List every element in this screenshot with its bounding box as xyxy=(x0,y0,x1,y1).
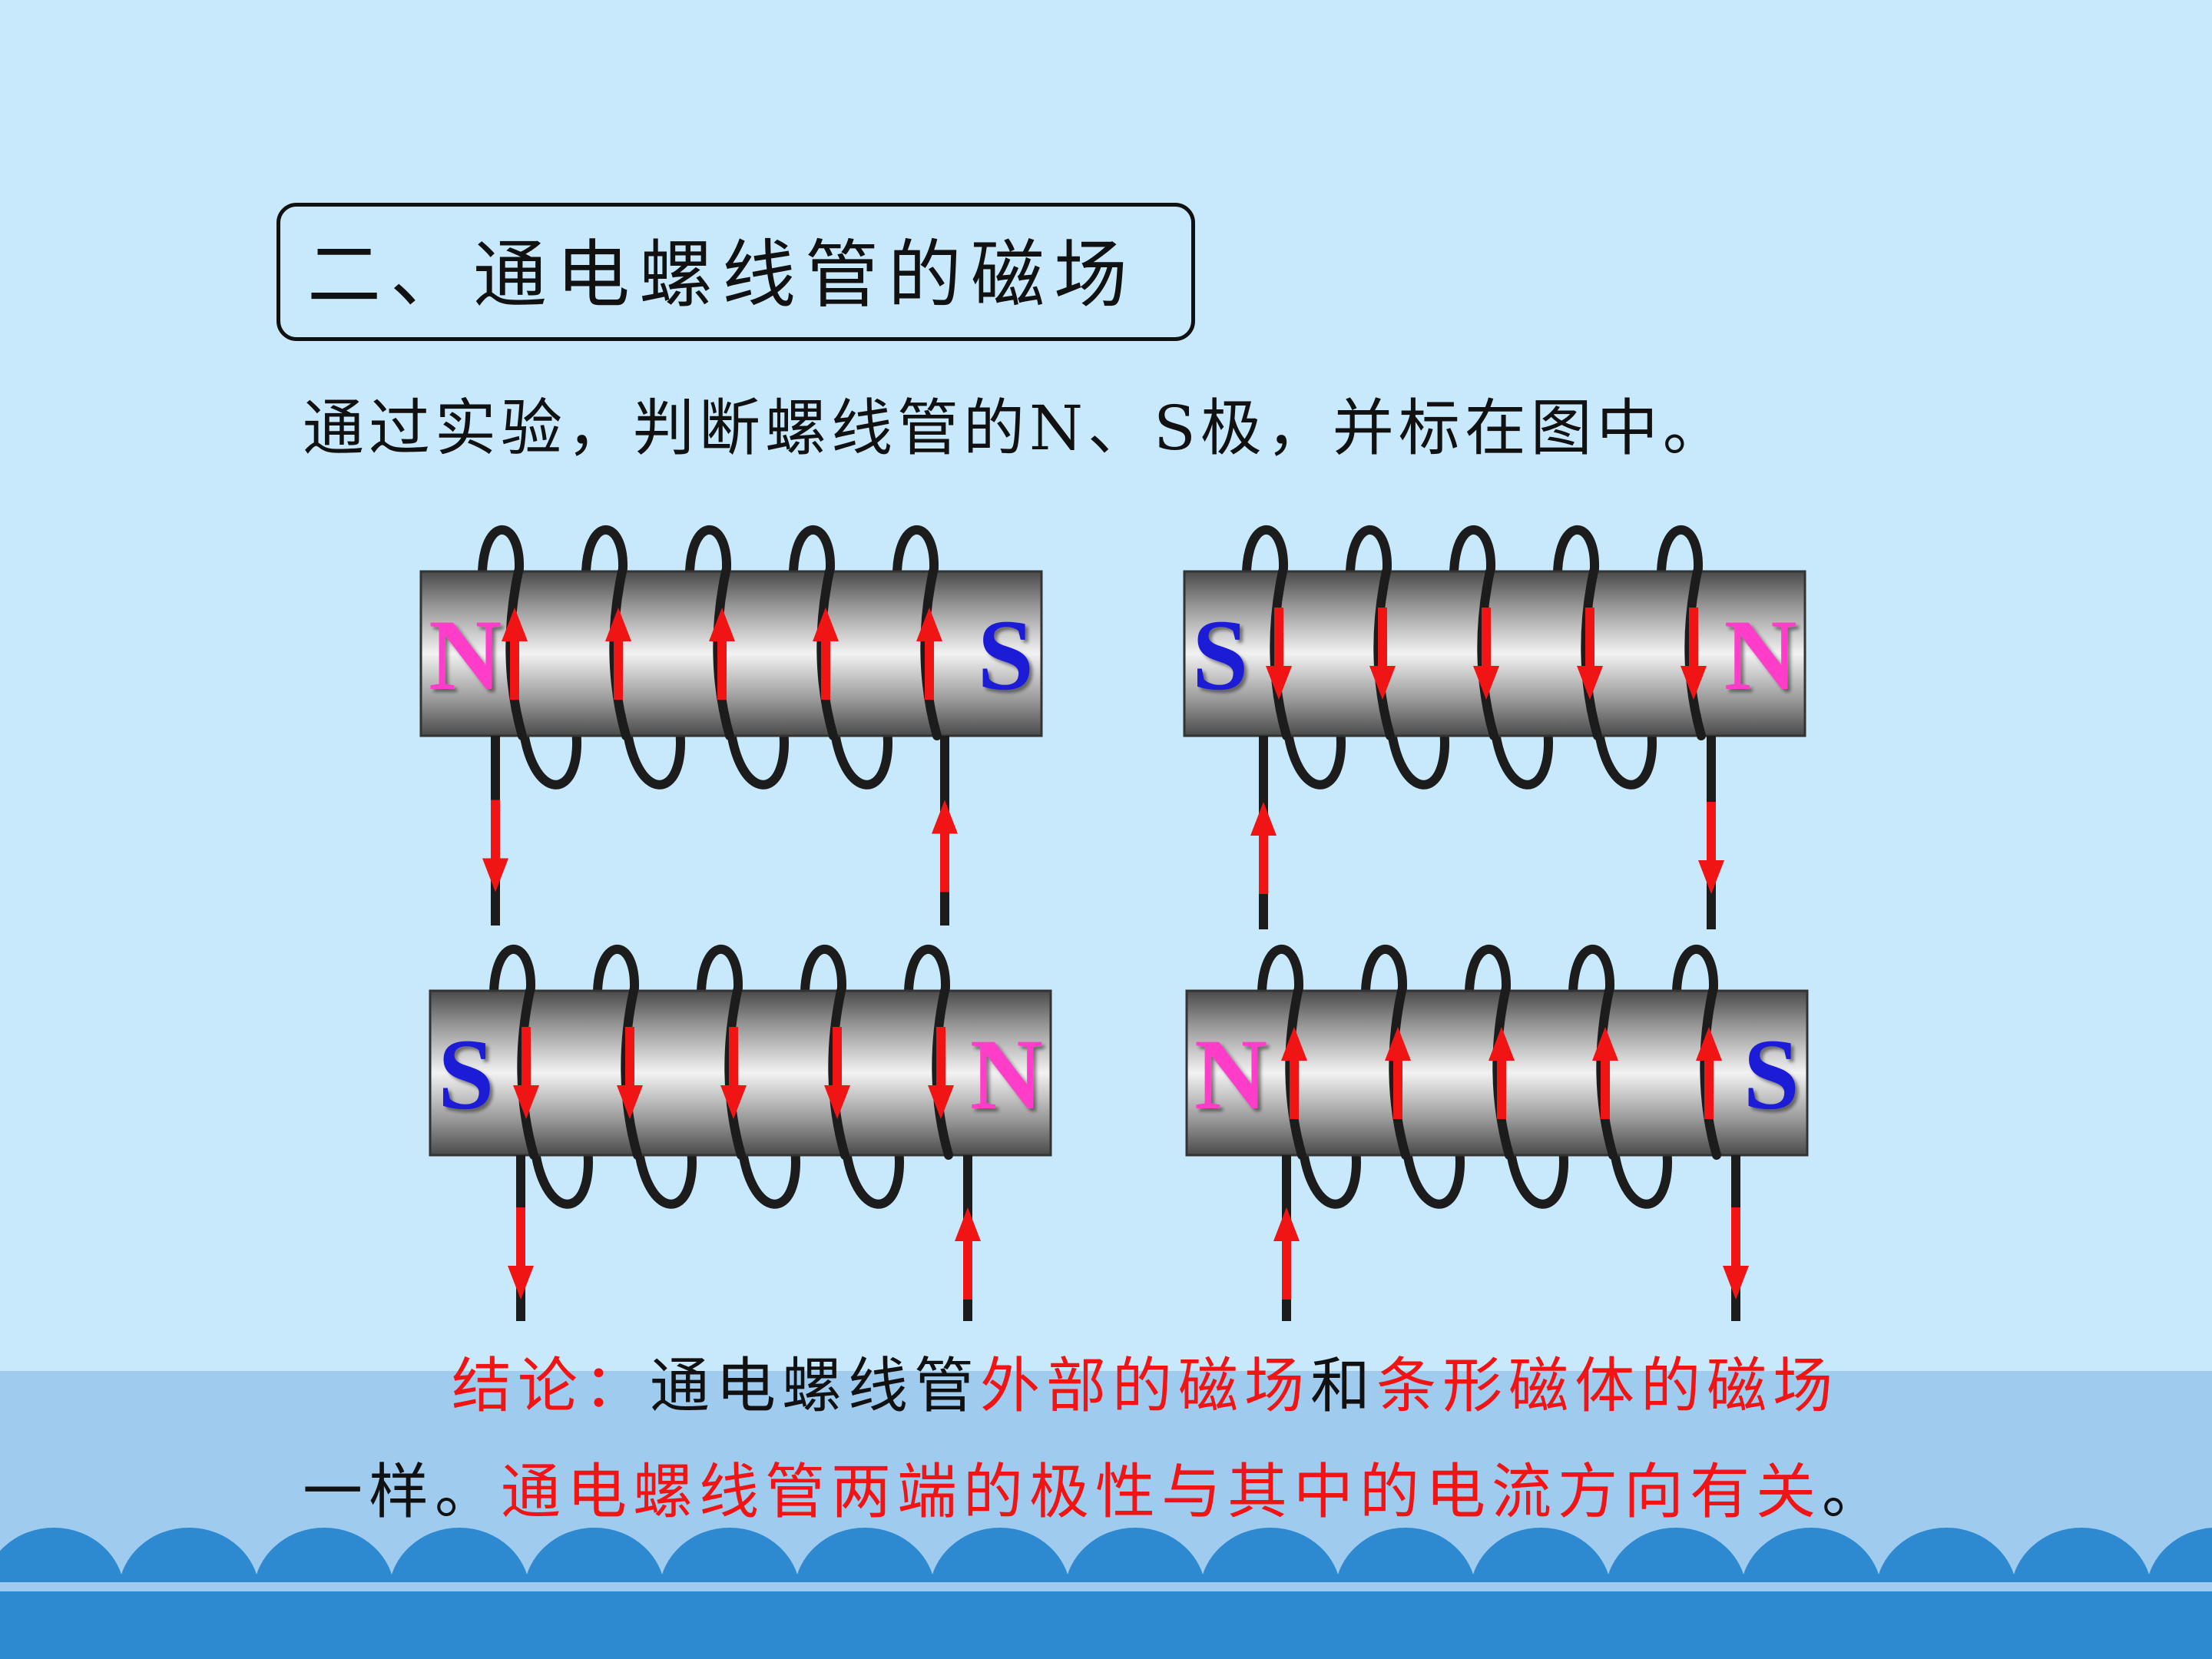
current-arrow-head xyxy=(1577,666,1603,700)
coil-back-bottom xyxy=(1386,716,1449,790)
wave-arc xyxy=(1133,1604,1273,1659)
conclusion-text-bar-magnet-field: 条形磁体的磁场 xyxy=(1376,1352,1839,1421)
current-arrow-head xyxy=(928,1085,954,1119)
pole-label-right: S xyxy=(1743,1018,1800,1131)
coil-back-bottom xyxy=(1505,1135,1568,1209)
current-arrow-head xyxy=(955,1207,981,1241)
coil-back-bottom xyxy=(518,716,581,790)
current-arrow-head xyxy=(720,1085,747,1119)
coil-back-bottom xyxy=(737,1135,800,1209)
conclusion-text-same: 一样。 xyxy=(303,1458,502,1527)
pole-label-left: S xyxy=(1192,598,1248,711)
coil-back-bottom xyxy=(621,716,685,790)
wave-arc xyxy=(51,1604,191,1659)
current-arrow-head xyxy=(1698,860,1724,894)
current-arrow-head xyxy=(1385,1027,1411,1061)
coil-back-bottom xyxy=(1401,1135,1465,1209)
slide-title: 二、通电螺线管的磁场 xyxy=(307,232,1137,318)
wave-arc xyxy=(998,1604,1137,1659)
conclusion-text-external-field: 外部的磁场 xyxy=(980,1352,1311,1421)
current-arrow-head xyxy=(617,1085,643,1119)
pole-label-right: S xyxy=(978,598,1034,711)
instruction-text: 通过实验，判断螺线管的N、S极，并标在图中。 xyxy=(303,392,1729,464)
current-arrow-head xyxy=(813,608,839,641)
wave-arc xyxy=(322,1604,462,1659)
wave-arc xyxy=(592,1604,732,1659)
current-arrow-head xyxy=(1281,1027,1307,1061)
wave-arc xyxy=(1809,1604,1949,1659)
current-arrow-head xyxy=(1488,1027,1515,1061)
conclusion-line-2: 一样。通电螺线管两端的极性与其中的电流方向有关。 xyxy=(303,1450,1888,1535)
wave-arc xyxy=(1268,1604,1408,1659)
current-arrow-head xyxy=(1592,1027,1618,1061)
current-arrow-head xyxy=(1696,1027,1722,1061)
current-arrow-head xyxy=(916,608,942,641)
coil-back-bottom xyxy=(529,1135,593,1209)
coil-back-bottom xyxy=(1297,1135,1361,1209)
wave-arc xyxy=(0,1605,56,1659)
pole-label-right: N xyxy=(1724,598,1797,711)
wave-arc xyxy=(863,1604,1002,1659)
current-arrow-head xyxy=(513,1085,539,1119)
conclusion-text-polarity: 通电螺线管两端的极性与其中的电流方向有关 xyxy=(501,1458,1823,1527)
current-arrow-head xyxy=(1273,1207,1300,1241)
current-arrow-head xyxy=(1369,666,1396,700)
current-arrow-head xyxy=(1473,666,1499,700)
coil-back-bottom xyxy=(1608,1135,1672,1209)
coil-back-bottom xyxy=(840,1135,904,1209)
conclusion-label: 结论： xyxy=(452,1352,651,1421)
current-arrow-head xyxy=(482,858,508,892)
current-arrow-head xyxy=(605,608,631,641)
current-arrow-head xyxy=(1681,666,1707,700)
wave-arc xyxy=(1944,1604,2084,1659)
title-box xyxy=(276,203,1195,341)
wave-decoration xyxy=(0,1371,2212,1659)
coil-back-bottom xyxy=(725,716,789,790)
current-arrow-head xyxy=(932,800,958,834)
coil-back-bottom xyxy=(1282,716,1346,790)
wave-divider xyxy=(0,1582,2212,1591)
conclusion-text-solenoid: 通电螺线管 xyxy=(650,1352,981,1421)
coil-back-bottom xyxy=(1593,716,1657,790)
current-arrow-head xyxy=(709,608,735,641)
current-arrow-head xyxy=(824,1085,850,1119)
wave-arc xyxy=(1674,1604,1813,1659)
wave-arc xyxy=(1403,1604,1543,1659)
iron-core xyxy=(419,570,1043,737)
conclusion-text-period: 。 xyxy=(1822,1458,1889,1527)
wave-arc xyxy=(457,1604,597,1659)
conclusion-text-and: 和 xyxy=(1310,1352,1377,1421)
coil-back-bottom xyxy=(829,716,892,790)
wave-arc xyxy=(2079,1604,2212,1659)
current-arrow-head xyxy=(502,608,528,641)
conclusion-line-1: 结论：通电螺线管外部的磁场和条形磁体的磁场 xyxy=(452,1344,1839,1429)
pole-label-right: N xyxy=(970,1018,1043,1131)
wave-arc xyxy=(727,1604,867,1659)
pole-label-left: N xyxy=(429,598,502,711)
current-arrow-head xyxy=(1266,666,1292,700)
iron-core xyxy=(1183,570,1806,737)
current-arrow-head xyxy=(1723,1266,1749,1300)
coil-back-bottom xyxy=(633,1135,697,1209)
current-arrow-head xyxy=(1250,802,1277,836)
pole-label-left: S xyxy=(438,1018,494,1131)
wave-arc xyxy=(187,1604,326,1659)
iron-core xyxy=(429,989,1052,1157)
coil-back-bottom xyxy=(1489,716,1553,790)
wave-arc xyxy=(1538,1604,1678,1659)
current-arrow-head xyxy=(508,1266,534,1300)
pole-label-left: N xyxy=(1194,1018,1267,1131)
